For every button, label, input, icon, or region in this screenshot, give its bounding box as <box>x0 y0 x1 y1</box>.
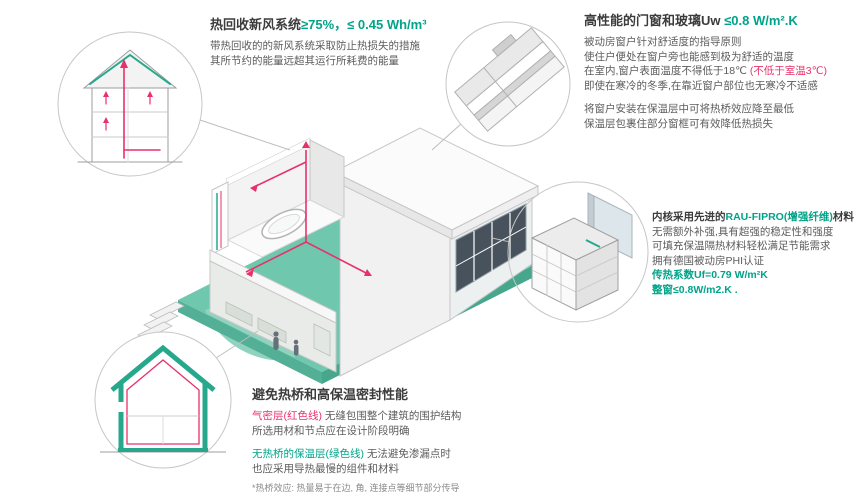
insulated-house-diagram <box>100 344 226 453</box>
thermal-line-3-gray: 无法避免渗漏点时 <box>364 448 451 460</box>
thermal-text-block: 避免热桥和高保温密封性能 气密层(红色线) 无缝包围整个建筑的围护结构 所选用材… <box>252 384 572 492</box>
spacer <box>252 438 572 447</box>
ventilation-text-block: 热回收新风系统≥75%，≤ 0.45 Wh/m³ 带热回收的的新风系统采取防止热… <box>210 14 510 68</box>
thermal-line-2: 所选用材和节点应在设计阶段明确 <box>252 424 410 437</box>
windows-line-3-red: (不低于室温3℃) <box>749 65 827 77</box>
connector-window-profile <box>491 237 511 243</box>
window-profile-3d <box>530 192 633 311</box>
left-cut-wall <box>211 181 229 255</box>
ventilation-title-value: ≥75%，≤ 0.45 Wh/m³ <box>301 17 427 32</box>
profile-line-1: 内核采用先进的RAU-FIPRO(增强纤维)材料 <box>652 210 864 225</box>
profile-text-block: 内核采用先进的RAU-FIPRO(增强纤维)材料 无需额外补强,具有超强的稳定性… <box>652 210 864 297</box>
window-profile-callout-circle <box>507 181 649 323</box>
duct-arrowheads <box>246 141 372 277</box>
heat-recovery-ducts <box>123 65 161 159</box>
profile-line-3: 可填充保温隔热材料轻松满足节能需求 <box>652 240 831 252</box>
connector-window-corner <box>431 123 462 151</box>
profile-line-1-b: RAU-FIPRO(增强纤维) <box>725 211 833 223</box>
ventilation-house-diagram <box>77 49 183 163</box>
profile-line-1-c: 材料 <box>832 211 854 223</box>
windows-description: 被动房窗户针对舒适度的指导原则 使住户便处在窗户旁也能感到极为舒适的温度 在室内… <box>584 35 860 131</box>
connector-ventilation <box>199 119 291 151</box>
thermal-line-3: 无热桥的保温层(绿色线) 无法避免渗漏点时 <box>252 447 572 462</box>
spacer <box>584 93 860 102</box>
windows-title: 高性能的门窗和玻璃Uw ≤0.8 W/m².K <box>584 10 860 29</box>
airtight-layer-label: 气密层(红色线) <box>252 410 322 422</box>
windows-line-2: 使住户便处在窗户旁也能感到极为舒适的温度 <box>584 50 794 63</box>
windows-title-label: 高性能的门窗和玻璃Uw <box>584 13 725 28</box>
windows-title-value: ≤0.8 W/m².K <box>724 13 798 28</box>
people-figures <box>273 331 299 356</box>
thermal-footnote: *热桥效应: 热量易于在边, 角, 连接点等细节部分传导 <box>252 483 460 492</box>
airflow-arrows <box>103 59 153 131</box>
windows-line-1: 被动房窗户针对舒适度的指导原则 <box>584 36 742 48</box>
ground-floor-interior <box>209 260 337 373</box>
windows-line-6: 保温层包裹住部分窗框可有效降低热损失 <box>584 117 773 130</box>
airtight-envelope-line <box>126 359 200 445</box>
thermal-line-1-gray: 无缝包围整个建筑的围护结构 <box>322 410 462 422</box>
thermal-line-1: 气密层(红色线) 无缝包围整个建筑的围护结构 <box>252 409 572 424</box>
insulation-envelope-roof <box>110 344 216 392</box>
callout-connector-lines <box>199 119 511 359</box>
profile-uf-value: 传热系数Uf=0.79 W/m²K <box>652 269 768 281</box>
ventilation-ducts <box>245 150 369 275</box>
windows-line-4: 即使在寒冷的冬季,在靠近窗户部位也无寒冷不适感 <box>584 79 818 92</box>
ground-platform-left-edge <box>178 300 322 384</box>
thermal-description: 气密层(红色线) 无缝包围整个建筑的围护结构 所选用材和节点应在设计阶段明确 无… <box>252 409 572 492</box>
windows-text-block: 高性能的门窗和玻璃Uw ≤0.8 W/m².K 被动房窗户针对舒适度的指导原则 … <box>584 10 860 131</box>
profile-uw-value: 整窗≤0.8W/m2.K . <box>652 283 738 296</box>
thermal-title: 避免热桥和高保温密封性能 <box>252 387 409 402</box>
thermal-callout-circle <box>94 331 232 469</box>
windows-line-3: 在室内,窗户表面温度不得低于18℃ (不低于室温3℃) <box>584 64 860 79</box>
profile-line-4: 拥有德国被动房PHI认证 <box>652 254 765 267</box>
ventilation-line-1: 带热回收的的新风系统采取防止热损失的措施 <box>210 40 420 52</box>
thermal-line-4: 也应采用导热最慢的组件和材料 <box>252 462 399 475</box>
profile-line-2: 无需额外补强,具有超强的稳定性和强度 <box>652 225 834 238</box>
window-corner-detail <box>454 27 565 132</box>
ventilation-description: 带热回收的的新风系统采取防止热损失的措施 其所节约的能量远超其运行所耗费的能量 <box>210 39 510 68</box>
connector-thermal <box>215 330 259 359</box>
ventilation-title-label: 热回收新风系统 <box>210 17 302 32</box>
windows-line-3-gray: 在室内,窗户表面温度不得低于18℃ <box>584 65 750 77</box>
profile-line-1-a: 内核采用先进的 <box>652 211 726 223</box>
ventilation-line-2: 其所节约的能量远超其运行所耗费的能量 <box>210 54 399 67</box>
windows-line-5: 将窗户安装在保温层中可将热桥效应降至最低 <box>584 103 794 115</box>
house-cutaway-illustration <box>131 127 540 384</box>
ventilation-title: 热回收新风系统≥75%，≤ 0.45 Wh/m³ <box>210 14 510 33</box>
insulation-layer-label: 无热桥的保温层(绿色线) <box>252 448 364 460</box>
kitchen-counters <box>225 301 331 357</box>
profile-description: 内核采用先进的RAU-FIPRO(增强纤维)材料 无需额外补强,具有超强的稳定性… <box>652 210 864 297</box>
